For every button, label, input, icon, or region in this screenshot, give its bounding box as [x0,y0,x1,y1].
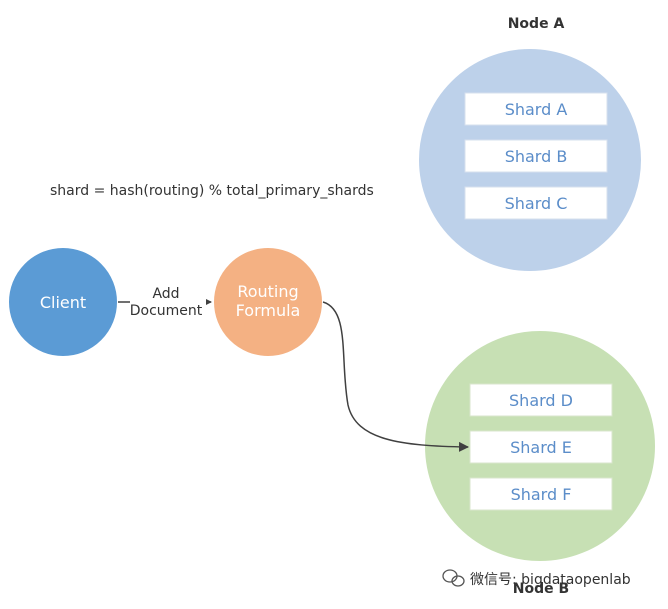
node-a-label: Node A [508,16,565,32]
edge-label-line2: Document [130,303,203,319]
shard-c-box [464,186,608,220]
shard-d-label: Shard D [509,391,573,410]
shard-box: Shard E [469,430,613,464]
shard-b-label: Shard B [505,147,568,166]
client-label: Client [40,293,86,312]
shard-box: Shard C [464,186,608,220]
shard-box: Shard F [469,477,613,511]
shard-e-box [469,430,613,464]
shard-e-label: Shard E [510,438,572,457]
shard-box: Shard D [469,383,613,417]
shard-c-label: Shard C [505,194,568,213]
edge-label-bg [130,283,206,319]
shard-box: Shard B [464,139,608,173]
routing-label-line1: Routing [237,282,298,301]
watermark-text: 微信号: bigdataopenlab [470,572,631,588]
shard-a-label: Shard A [505,100,568,119]
node-a-shards: Shard A Shard B Shard C [464,92,608,220]
shard-d-box [469,383,613,417]
node-b-label: Node B [513,581,569,597]
edge-label-line1: Add [152,286,179,302]
routing-label-line2: Formula [236,301,301,320]
shard-f-box [469,477,613,511]
shard-a-box [464,92,608,126]
shard-f-label: Shard F [511,485,572,504]
shard-box: Shard A [464,92,608,126]
routing-formula-text: shard = hash(routing) % total_primary_sh… [50,183,374,199]
node-b-shards: Shard D Shard E Shard F [469,383,613,511]
wechat-icon [442,569,465,587]
shard-b-box [464,139,608,173]
route-to-shard-e-arrow [322,301,469,452]
wechat-watermark: 微信号: bigdataopenlab [442,569,631,588]
